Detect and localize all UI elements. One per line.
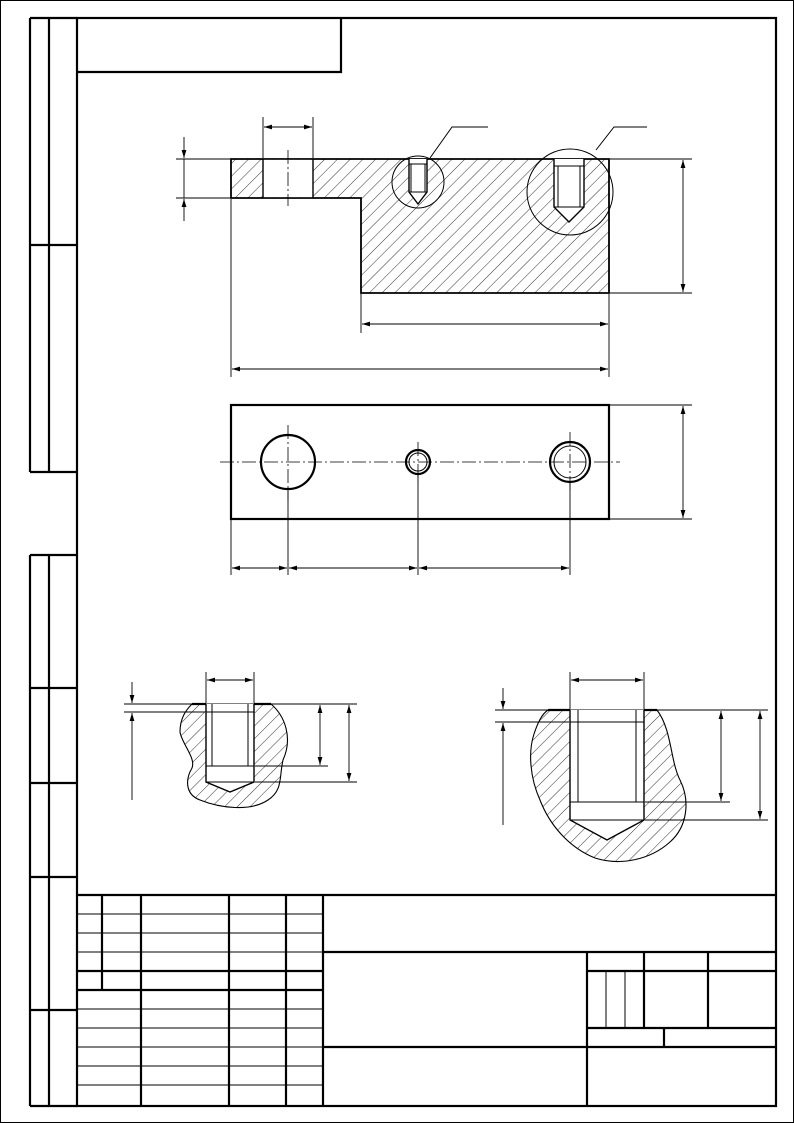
- detail-small-hole: [179, 702, 288, 809]
- front-section-view: [230, 126, 647, 294]
- detail-large-hole: [530, 708, 687, 863]
- title-block: [77, 893, 776, 1106]
- detail-large-hole-dimensions: [495, 672, 768, 825]
- top-view-dimensions: [230, 404, 692, 575]
- detail-small-hole-dimensions: [124, 672, 357, 800]
- top-view: [220, 403, 620, 521]
- front-view-dimensions: [176, 117, 692, 377]
